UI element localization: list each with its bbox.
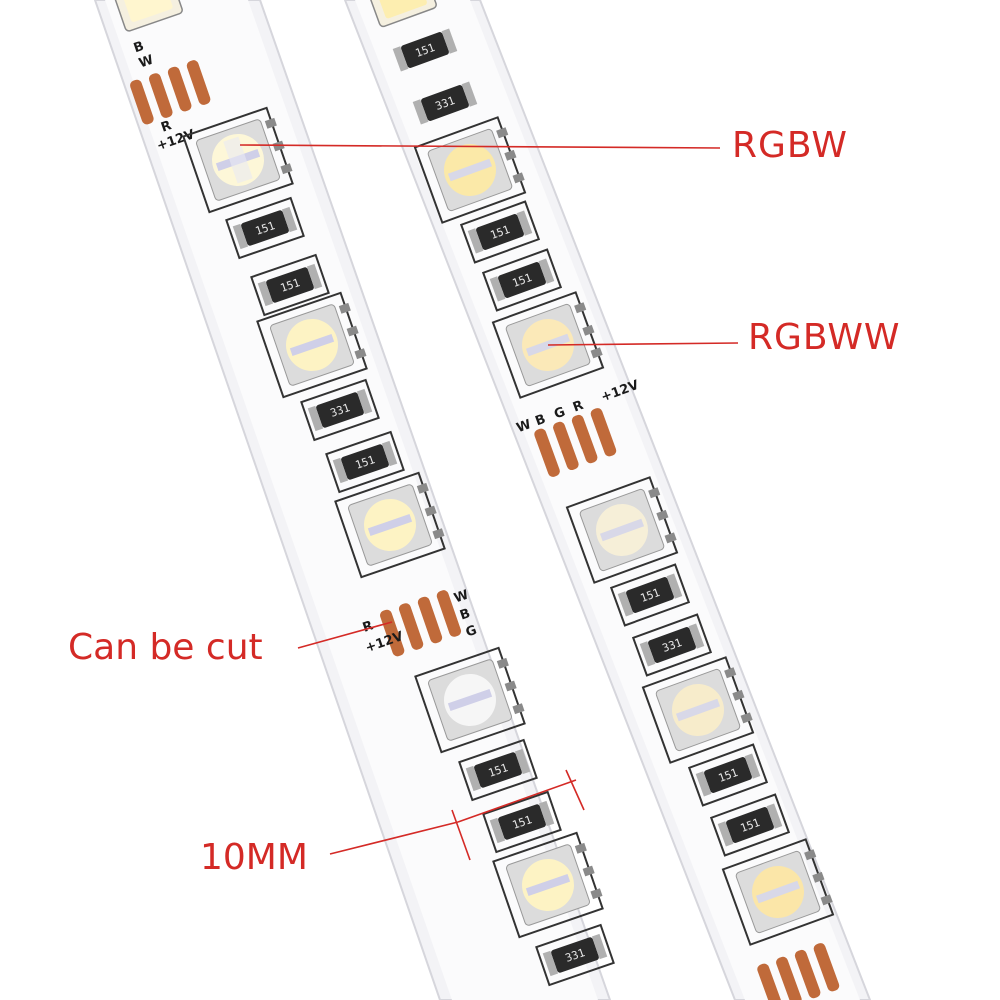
resistor-code: 151 xyxy=(414,41,437,60)
cut-pointer-line xyxy=(297,621,393,649)
pad-label-b: B xyxy=(533,412,547,429)
led-chip-rgbww-3 xyxy=(565,476,679,584)
led-chip-rgbw-2 xyxy=(256,291,368,399)
ten-mm-tick-left xyxy=(451,809,471,861)
pad-label-r: R xyxy=(159,118,173,135)
led-chip-rgbw-5 xyxy=(492,831,604,939)
resistor-code: 331 xyxy=(661,636,684,655)
ten-mm-label: 10MM xyxy=(200,837,308,878)
ten-mm-dimension-line xyxy=(457,779,577,823)
resistor-code: 331 xyxy=(564,946,587,965)
pad-label-g: G xyxy=(552,405,567,423)
resistor-code: 151 xyxy=(739,816,762,835)
solder-pads-top-left: W B R +12V xyxy=(130,39,211,154)
resistor-code: 151 xyxy=(487,761,510,780)
led-chip-rgbww-5 xyxy=(721,838,835,946)
pad-label-g: G xyxy=(464,623,479,641)
pad-label-b: B xyxy=(132,39,146,56)
led-chip-rgbw-4 xyxy=(414,646,526,754)
resistor-code: 151 xyxy=(511,271,534,290)
rgbww-label: RGBWW xyxy=(748,317,901,358)
led-chip-rgbww-4 xyxy=(641,656,755,764)
led-strip-rgbww: 151 331 151 xyxy=(343,0,872,1000)
pad-label-b: B xyxy=(458,606,472,623)
pad-label-w: W xyxy=(452,588,470,607)
led-chip-rgbww-1 xyxy=(413,116,527,224)
resistor-code: 151 xyxy=(717,766,740,785)
led-chip-rgbw-3 xyxy=(334,471,446,579)
resistor-code: 151 xyxy=(639,586,662,605)
ten-mm-tick-right xyxy=(565,769,585,811)
callout-lines xyxy=(239,144,739,861)
pad-label-r: R xyxy=(571,398,586,416)
rgbww-pointer-line xyxy=(547,342,739,346)
resistor-code: 331 xyxy=(329,401,352,420)
rgbw-pointer-line xyxy=(239,144,721,149)
pad-label-w: W xyxy=(515,417,534,436)
rgbw-label: RGBW xyxy=(732,125,848,166)
led-strip-rgbw: W B R +12V 151 xyxy=(93,0,615,1000)
resistor-code: 331 xyxy=(434,94,457,113)
resistor-code: 151 xyxy=(489,223,512,242)
resistor-code: 151 xyxy=(511,813,534,832)
can-be-cut-label: Can be cut xyxy=(68,627,263,668)
resistor-code: 151 xyxy=(354,453,377,472)
resistor-code: 151 xyxy=(279,276,302,295)
pad-label-w: W xyxy=(137,53,155,72)
ten-mm-pointer-line xyxy=(329,821,459,855)
pad-label-r: R xyxy=(361,618,375,635)
resistor-code: 151 xyxy=(254,219,277,238)
